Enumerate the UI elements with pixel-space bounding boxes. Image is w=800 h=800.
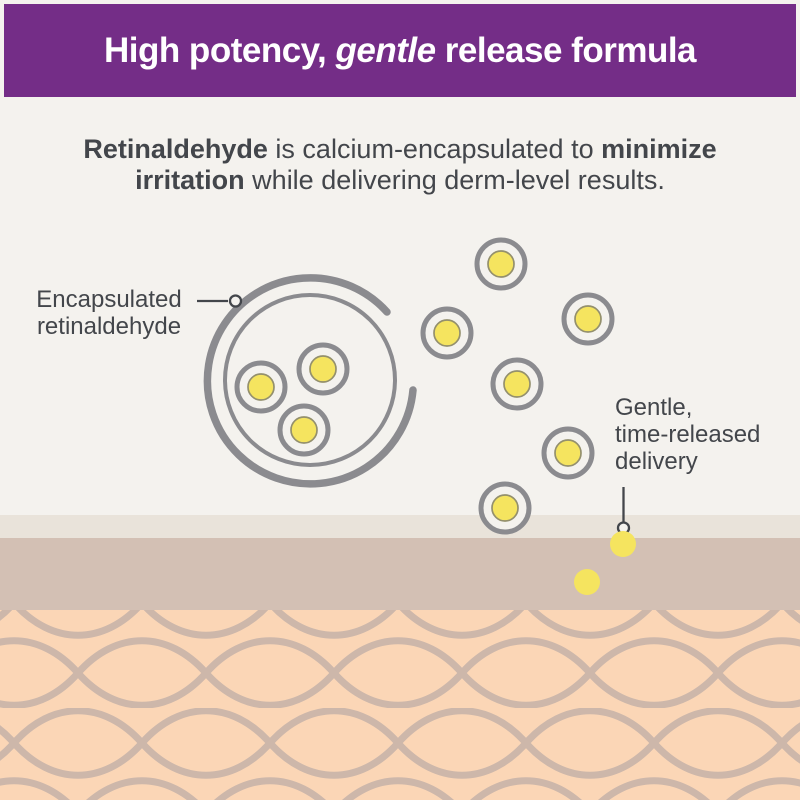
bead-core — [247, 373, 275, 401]
subtitle-segment-bold: irritation — [135, 165, 245, 195]
bead-core — [503, 370, 531, 398]
subtitle-segment: is calcium-encapsulated to — [267, 134, 602, 164]
bead-core — [554, 439, 582, 467]
bead-core — [290, 416, 318, 444]
dermis-cell-pattern — [0, 610, 800, 800]
bead-core — [574, 305, 602, 333]
label-line: delivery — [615, 448, 698, 475]
header-title-post: release formula — [435, 30, 697, 70]
header-title-pre: High potency, — [103, 30, 336, 70]
bead-core — [433, 319, 461, 347]
surface-film-band — [0, 515, 800, 538]
released-retinaldehyde-dot — [574, 569, 600, 595]
header-banner: High potency, gentle release formula — [4, 4, 796, 97]
capsule-inner-membrane — [223, 293, 397, 467]
bead-core — [309, 355, 337, 383]
released-retinaldehyde-dot — [610, 531, 636, 557]
label-line: retinaldehyde — [36, 313, 182, 340]
header-title: High potency, gentle release formula — [103, 30, 697, 71]
bead-core — [491, 494, 519, 522]
subtitle-segment-bold: Retinaldehyde — [83, 134, 268, 164]
label-line: Encapsulated — [36, 286, 182, 313]
subtitle-text: Retinaldehyde is calcium-encapsulated to… — [40, 134, 760, 196]
capsule-outer-shell-arc — [203, 274, 417, 488]
encapsulated-leader-marker — [228, 294, 243, 308]
label-line: Gentle, — [615, 394, 693, 421]
header-title-italic: gentle — [335, 30, 436, 70]
bead-core — [487, 250, 515, 278]
epidermis-band — [0, 538, 800, 610]
label-line: time-released — [615, 421, 761, 448]
subtitle-segment-bold: minimize — [601, 134, 717, 164]
subtitle-segment: while delivering derm-level results. — [244, 165, 665, 195]
